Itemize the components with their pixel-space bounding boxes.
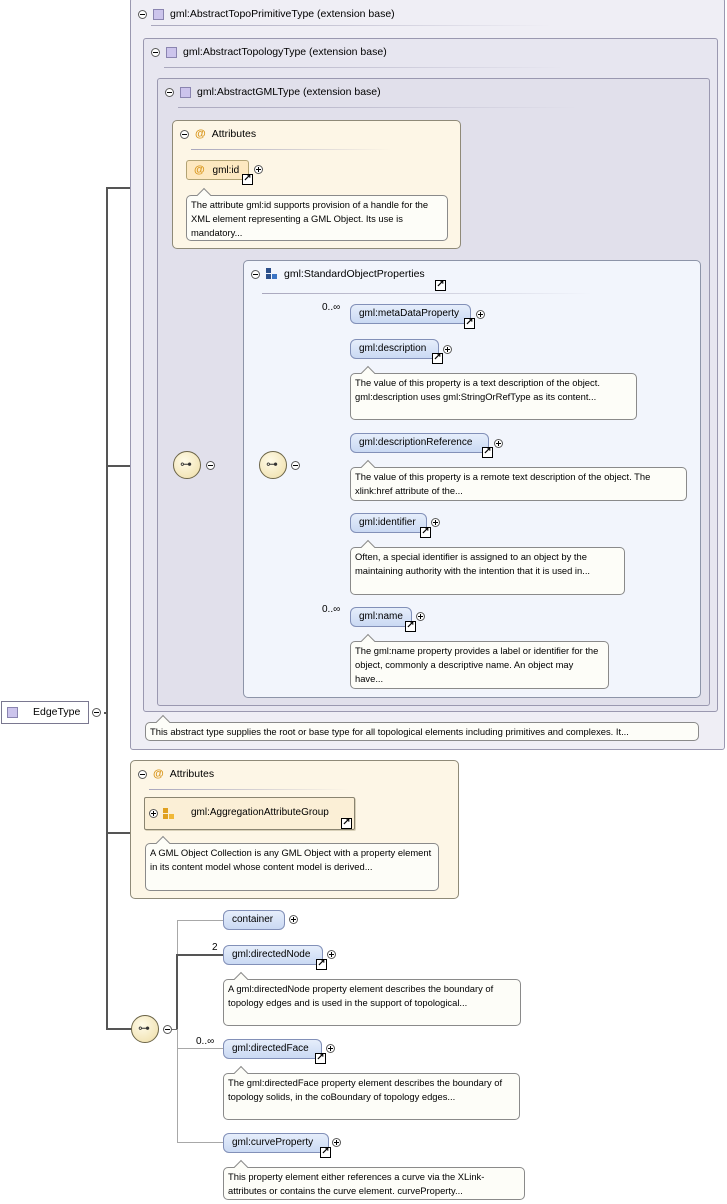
element-metadataproperty[interactable]: gml:metaDataProperty — [350, 304, 471, 324]
element-description[interactable]: gml:description — [350, 339, 439, 359]
sequence-compositor-icon[interactable] — [131, 1015, 159, 1043]
sequence-compositor-icon[interactable] — [259, 451, 287, 479]
complex-type-icon — [180, 86, 191, 98]
complex-type-icon — [153, 8, 164, 20]
element-directednode[interactable]: gml:directedNode — [223, 945, 323, 965]
root-collapse-toggle[interactable] — [92, 708, 101, 717]
element-name[interactable]: gml:name — [350, 607, 412, 627]
reference-arrow-icon: ↗ — [432, 352, 443, 364]
reference-arrow-icon: ↗ — [242, 173, 253, 185]
element-identifier[interactable]: gml:identifier — [350, 513, 427, 533]
reference-arrow-icon: ↗ — [464, 317, 475, 329]
attributes-title: Attributes — [169, 768, 215, 781]
reference-arrow-icon: ↗ — [435, 279, 446, 291]
annotation-aggregation-group: A GML Object Collection is any GML Objec… — [145, 843, 439, 891]
expand-toggle[interactable] — [416, 612, 425, 621]
extension-label: gml:AbstractTopologyType (extension base… — [183, 46, 387, 59]
reference-arrow-icon: ↗ — [315, 1052, 326, 1064]
expand-toggle[interactable] — [254, 165, 263, 174]
seq-glyph: ⊶ — [138, 1021, 150, 1035]
element-label: gml:directedNode — [232, 949, 311, 960]
group-label: gml:StandardObjectProperties — [284, 268, 425, 281]
element-container[interactable]: container — [223, 910, 285, 930]
reference-arrow-icon: ↗ — [405, 620, 416, 632]
expand-toggle[interactable] — [443, 345, 452, 354]
annotation-name: The gml:name property provides a label o… — [350, 641, 609, 689]
reference-arrow-icon: ↗ — [482, 446, 493, 458]
attribute-group-icon — [163, 808, 175, 820]
seq-glyph: ⊶ — [266, 457, 278, 471]
multiplicity: 0..∞ — [196, 1036, 215, 1047]
collapse-toggle[interactable] — [165, 87, 174, 97]
annotation-description: The value of this property is a text des… — [350, 373, 637, 420]
reference-arrow-icon: ↗ — [420, 526, 431, 538]
collapse-toggle[interactable] — [180, 129, 189, 139]
annotation-gml-id: The attribute gml:id supports provision … — [186, 195, 448, 241]
expand-toggle[interactable] — [327, 950, 336, 959]
extension-label: gml:AbstractGMLType (extension base) — [197, 86, 381, 99]
attr-group-aggregation[interactable]: gml:AggregationAttributeGroup — [144, 797, 355, 830]
attr-group-label: gml:AggregationAttributeGroup — [191, 807, 329, 818]
attribute-icon: @ — [195, 128, 206, 141]
reference-arrow-icon: ↗ — [341, 817, 352, 829]
element-label: gml:identifier — [359, 517, 416, 528]
expand-toggle[interactable] — [326, 1044, 335, 1053]
expand-toggle[interactable] — [289, 915, 298, 924]
collapse-toggle[interactable] — [251, 269, 260, 279]
element-label: container — [232, 914, 274, 925]
sequence-compositor-icon[interactable] — [173, 451, 201, 479]
reference-arrow-icon: ↗ — [320, 1146, 331, 1158]
sequence-collapse-toggle[interactable] — [291, 461, 300, 470]
element-descriptionreference[interactable]: gml:descriptionReference — [350, 433, 489, 453]
attributes-title: Attributes — [211, 128, 257, 141]
multiplicity: 0..∞ — [322, 604, 341, 615]
reference-arrow-icon: ↗ — [316, 958, 327, 970]
element-label: gml:directedFace — [232, 1043, 309, 1054]
expand-toggle[interactable] — [149, 809, 158, 818]
annotation-identifier: Often, a special identifier is assigned … — [350, 547, 625, 595]
element-curveproperty[interactable]: gml:curveProperty — [223, 1133, 329, 1153]
complex-type-icon — [7, 707, 18, 718]
element-label: gml:description — [359, 343, 427, 354]
expand-toggle[interactable] — [431, 518, 440, 527]
element-label: gml:descriptionReference — [359, 437, 473, 448]
annotation-descriptionreference: The value of this property is a remote t… — [350, 467, 687, 501]
complex-type-icon — [166, 46, 177, 58]
root-label: EdgeType — [33, 706, 81, 718]
root-edgetype[interactable]: EdgeType — [1, 701, 89, 724]
seq-glyph: ⊶ — [180, 457, 192, 471]
sequence-collapse-toggle[interactable] — [163, 1025, 172, 1034]
element-label: gml:name — [359, 611, 403, 622]
annotation-directedface: The gml:directedFace property element de… — [223, 1073, 520, 1120]
expand-toggle[interactable] — [476, 310, 485, 319]
multiplicity: 0..∞ — [322, 302, 341, 313]
attribute-icon: @ — [153, 768, 164, 781]
attr-gml-id[interactable]: @ gml:id — [186, 160, 249, 180]
expand-toggle[interactable] — [332, 1138, 341, 1147]
element-label: gml:curveProperty — [232, 1137, 314, 1148]
expand-toggle[interactable] — [494, 439, 503, 448]
multiplicity: 2 — [212, 942, 218, 953]
collapse-toggle[interactable] — [151, 47, 160, 57]
group-icon — [266, 268, 278, 280]
annotation-curveproperty: This property element either references … — [223, 1167, 525, 1200]
sequence-collapse-toggle[interactable] — [206, 461, 215, 470]
extension-label: gml:AbstractTopoPrimitiveType (extension… — [170, 8, 395, 21]
annotation-topology-type: This abstract type supplies the root or … — [145, 722, 699, 741]
annotation-directednode: A gml:directedNode property element desc… — [223, 979, 521, 1026]
attribute-icon: @ — [194, 164, 205, 176]
element-label: gml:metaDataProperty — [359, 308, 460, 319]
collapse-toggle[interactable] — [138, 9, 147, 19]
attr-label: gml:id — [212, 164, 240, 176]
collapse-toggle[interactable] — [138, 769, 147, 779]
element-directedface[interactable]: gml:directedFace — [223, 1039, 322, 1059]
